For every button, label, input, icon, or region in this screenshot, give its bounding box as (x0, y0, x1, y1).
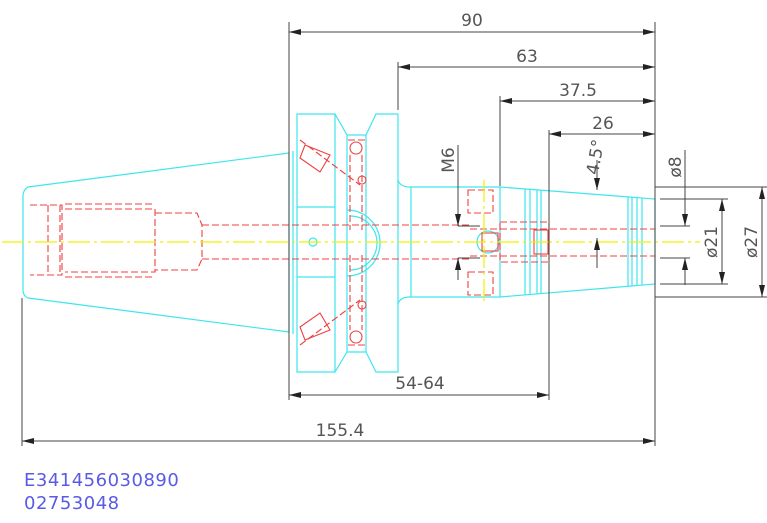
dim-nose-dia: ø21 (702, 226, 722, 258)
dim-bore-dia: ø8 (666, 156, 686, 177)
tool-outline (22, 113, 656, 373)
dimension-labels: 90 63 37.5 26 54-64 155.4 M6 4.5° ø8 ø21… (316, 11, 762, 441)
dim-m6: M6 (439, 147, 459, 172)
dim-taper-angle: 4.5° (583, 138, 609, 176)
dim-63: 63 (516, 47, 538, 67)
taper-shank (22, 152, 290, 333)
dim-26: 26 (592, 114, 614, 134)
order-number: 02753048 (24, 493, 120, 514)
dimension-lines (21, 22, 767, 446)
dim-37-5: 37.5 (559, 81, 597, 101)
dim-body-dia: ø27 (742, 226, 762, 258)
centerline (2, 180, 700, 302)
dim-54-64: 54-64 (395, 374, 444, 394)
dim-155-4: 155.4 (316, 421, 365, 441)
hidden-lines (30, 139, 655, 346)
part-number: E341456030890 (24, 470, 180, 491)
dim-90: 90 (461, 11, 483, 31)
